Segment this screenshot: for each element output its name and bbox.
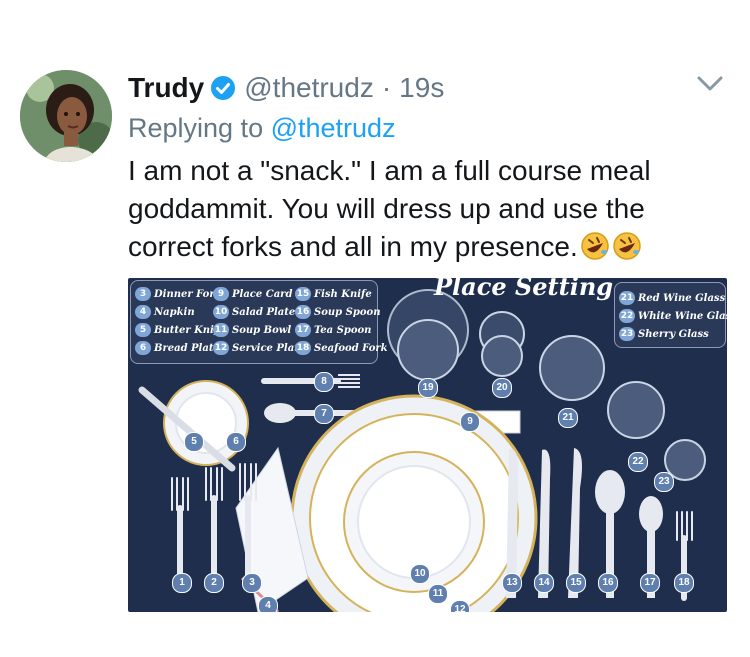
callout-marker: 4 <box>258 596 278 612</box>
callout-marker: 19 <box>418 378 438 398</box>
rolling-on-floor-laughing-emoji-icon <box>581 232 609 260</box>
infographic-title: Place Setting <box>434 278 614 301</box>
callout-marker: 1 <box>172 573 192 593</box>
replying-to-label: Replying to <box>128 113 264 143</box>
callout-marker: 2 <box>204 573 224 593</box>
handle[interactable]: @thetrudz <box>244 72 374 103</box>
callout-marker: 17 <box>640 573 660 593</box>
callout-marker: 16 <box>598 573 618 593</box>
tweet-text-line: goddammit. You will dress up and use the <box>128 193 645 224</box>
callout-marker: 23 <box>654 472 674 492</box>
callout-marker: 5 <box>184 432 204 452</box>
timestamp[interactable]: 19s <box>399 72 445 103</box>
chevron-down-icon[interactable] <box>696 74 724 94</box>
callout-marker: 15 <box>566 573 586 593</box>
callout-marker: 13 <box>502 573 522 593</box>
callout-marker: 14 <box>534 573 554 593</box>
avatar[interactable] <box>20 70 112 162</box>
callout-marker: 20 <box>492 378 512 398</box>
callout-marker: 7 <box>314 404 334 424</box>
tweet-text-line-last: correct forks and all in my presence. <box>128 228 728 266</box>
verified-badge-icon <box>210 75 236 101</box>
callout-marker: 11 <box>428 584 448 604</box>
tweet-text-line: I am not a "snack." I am a full course m… <box>128 155 651 186</box>
tweet-text-line: correct forks and all in my presence. <box>128 231 578 262</box>
callout-marker: 10 <box>410 564 430 584</box>
place-setting-illustration <box>138 289 706 612</box>
replying-to: Replying to @thetrudz <box>128 113 396 144</box>
callout-marker: 22 <box>628 452 648 472</box>
separator-dot: · <box>381 72 392 103</box>
callout-marker: 6 <box>226 432 246 452</box>
callout-marker: 8 <box>314 372 334 392</box>
callout-marker: 18 <box>674 573 694 593</box>
callout-marker: 9 <box>460 412 480 432</box>
replying-to-mention-link[interactable]: @thetrudz <box>270 113 396 143</box>
callout-marker: 12 <box>450 600 470 612</box>
callout-marker: 21 <box>558 408 578 428</box>
tweet-header: Trudy @thetrudz · 19s <box>128 70 444 106</box>
rolling-on-floor-laughing-emoji-icon <box>613 232 641 260</box>
display-name[interactable]: Trudy <box>128 72 205 103</box>
callout-marker: 3 <box>242 573 262 593</box>
tweet-text: I am not a "snack." I am a full course m… <box>128 152 728 266</box>
